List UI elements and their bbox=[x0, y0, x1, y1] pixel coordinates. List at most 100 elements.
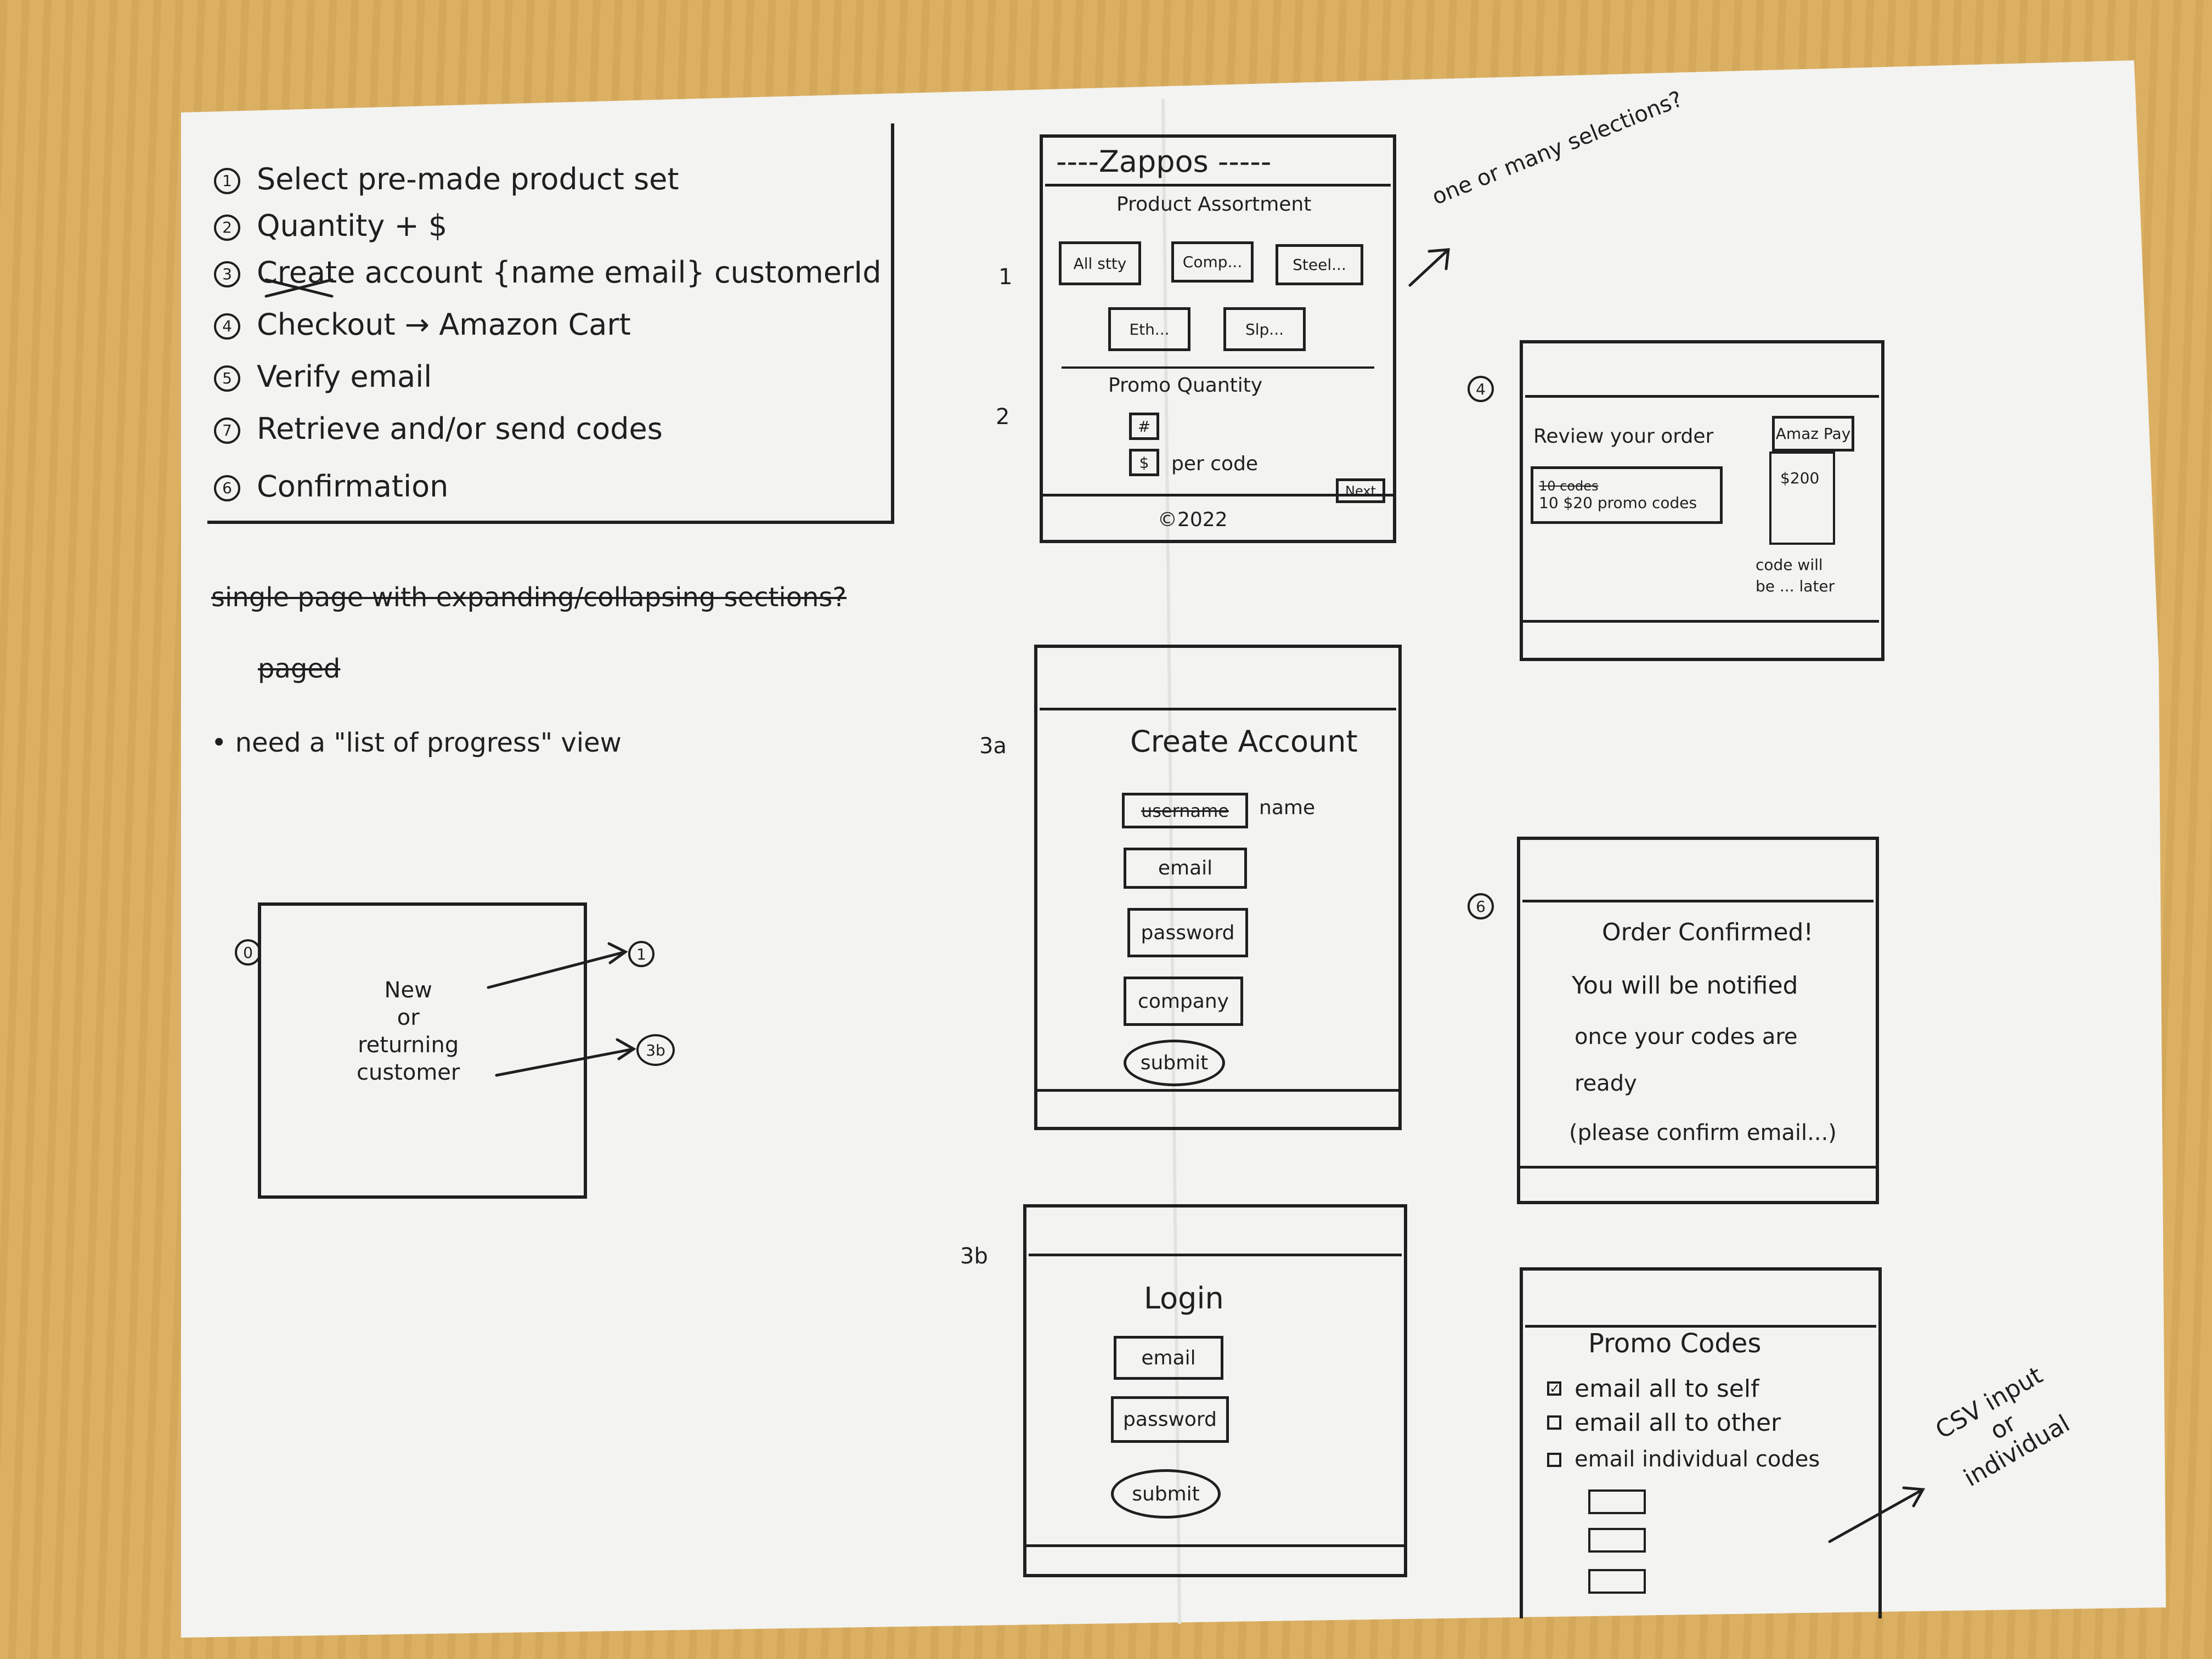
step-text: Select pre-made product set bbox=[257, 162, 679, 196]
new-or-returning-screen bbox=[258, 902, 587, 1199]
bullet-note-text: need a "list of progress" view bbox=[235, 727, 622, 758]
screen-label-2: 2 bbox=[996, 404, 1010, 430]
step-number: 5 bbox=[214, 365, 240, 392]
arrow-to-3b bbox=[495, 1047, 635, 1077]
step-text: Verify email bbox=[257, 359, 432, 394]
product-assortment-title: Product Assortment bbox=[1116, 193, 1312, 216]
header-divider bbox=[1522, 900, 1874, 902]
login-screen bbox=[1023, 1204, 1407, 1577]
screen-label-1: 1 bbox=[998, 264, 1013, 290]
step-number: 3 bbox=[214, 261, 240, 288]
step-text: Retrieve and/or send codes bbox=[257, 411, 663, 446]
step-item: 5 Verify email bbox=[214, 362, 432, 392]
screen-label-6: 6 bbox=[1468, 893, 1494, 919]
name-field[interactable]: username bbox=[1122, 793, 1248, 828]
line-new: New bbox=[384, 978, 432, 1003]
name-field-struck: username bbox=[1141, 800, 1229, 821]
step-item: 4 Checkout → Amazon Cart bbox=[214, 310, 631, 340]
submit-button[interactable]: submit bbox=[1124, 1040, 1225, 1086]
price-field[interactable]: $ bbox=[1129, 449, 1159, 476]
review-order-title: Review your order bbox=[1533, 425, 1714, 448]
zappos-screen bbox=[1040, 134, 1396, 543]
email-field[interactable]: email bbox=[1124, 848, 1247, 889]
header-divider bbox=[1045, 184, 1391, 187]
promo-option-checkbox[interactable] bbox=[1547, 1453, 1561, 1467]
login-email-field[interactable]: email bbox=[1114, 1336, 1223, 1380]
promo-codes-title: Promo Codes bbox=[1588, 1328, 1762, 1359]
login-title: Login bbox=[1144, 1281, 1224, 1316]
csv-arrow bbox=[1828, 1488, 1925, 1543]
order-line-item: 10 codes 10 $20 promo codes bbox=[1531, 466, 1723, 524]
promo-codes-screen bbox=[1520, 1267, 1882, 1618]
code-note-line-1: code will bbox=[1756, 556, 1823, 574]
steps-list-box bbox=[207, 123, 894, 524]
screen-label-3b: 3b bbox=[960, 1244, 988, 1269]
order-confirmed-screen bbox=[1517, 837, 1879, 1204]
promo-quantity-title: Promo Quantity bbox=[1108, 374, 1263, 397]
product-button-steel[interactable]: Steel... bbox=[1276, 244, 1363, 285]
create-account-title: Create Account bbox=[1130, 724, 1358, 759]
step-text: Quantity + $ bbox=[257, 208, 448, 243]
zappos-header: ----Zappos ----- bbox=[1056, 144, 1272, 179]
code-note: code will be ... later bbox=[1756, 554, 1835, 597]
struck-note: single page with expanding/collapsing se… bbox=[211, 582, 847, 613]
create-account-screen bbox=[1034, 645, 1402, 1130]
per-code-label: per code bbox=[1171, 453, 1259, 475]
footer-divider bbox=[1026, 1544, 1404, 1547]
order-line-text: 10 $20 promo codes bbox=[1539, 494, 1697, 512]
step-number: 2 bbox=[214, 215, 240, 241]
step-number: 1 bbox=[214, 168, 240, 195]
promo-option-checkbox[interactable]: ✓ bbox=[1547, 1381, 1561, 1396]
line-or: or bbox=[397, 1005, 420, 1030]
pay-summary-panel bbox=[1769, 452, 1835, 545]
login-password-field[interactable]: password bbox=[1111, 1396, 1229, 1443]
amazon-pay-button[interactable]: Amaz Pay bbox=[1772, 416, 1854, 452]
step-number: 6 bbox=[214, 475, 240, 502]
step-item: 6 Confirmation bbox=[214, 469, 449, 504]
annotation-arrow bbox=[1408, 248, 1450, 287]
line-returning: returning bbox=[358, 1032, 459, 1058]
product-button-slp[interactable]: Slp... bbox=[1223, 307, 1306, 351]
footer-divider bbox=[1522, 620, 1879, 623]
product-button-eth[interactable]: Eth... bbox=[1108, 307, 1190, 351]
header-divider bbox=[1029, 1254, 1402, 1256]
review-order-screen bbox=[1520, 340, 1884, 661]
step-item: 2 Quantity + $ bbox=[214, 211, 447, 241]
code-input-3[interactable] bbox=[1588, 1569, 1646, 1594]
line-customer: customer bbox=[357, 1060, 460, 1085]
promo-option-label: email all to other bbox=[1575, 1409, 1781, 1437]
new-or-returning-text: New or returning customer bbox=[357, 977, 460, 1086]
code-input-1[interactable] bbox=[1588, 1489, 1646, 1514]
step-number: 7 bbox=[214, 417, 240, 444]
quantity-field[interactable]: # bbox=[1129, 413, 1159, 440]
code-note-line-2: be ... later bbox=[1756, 577, 1835, 596]
name-field-label: name bbox=[1259, 797, 1316, 819]
step-text: Checkout → Amazon Cart bbox=[257, 307, 631, 342]
confirm-line-3: ready bbox=[1575, 1071, 1637, 1096]
header-divider bbox=[1525, 395, 1879, 398]
confirm-line-4: (please confirm email...) bbox=[1569, 1120, 1837, 1146]
product-button-all-safety[interactable]: All stty bbox=[1059, 241, 1141, 285]
password-field[interactable]: password bbox=[1127, 908, 1248, 957]
promo-option-label: email individual codes bbox=[1575, 1447, 1820, 1472]
promo-option-checkbox[interactable] bbox=[1547, 1415, 1561, 1430]
screen-label-3a: 3a bbox=[979, 733, 1007, 759]
header-divider bbox=[1040, 708, 1396, 710]
company-field[interactable]: company bbox=[1124, 977, 1243, 1026]
section-divider bbox=[1062, 366, 1374, 369]
arrow-target-1: 1 bbox=[628, 941, 654, 967]
product-button-comp[interactable]: Comp... bbox=[1171, 241, 1254, 283]
footer-divider bbox=[1037, 1089, 1399, 1092]
bullet-note: • need a "list of progress" view bbox=[211, 727, 622, 758]
step-text: Confirmation bbox=[257, 469, 449, 504]
step-number: 4 bbox=[214, 313, 240, 340]
struck-word: paged bbox=[258, 653, 341, 684]
arrow-target-3b: 3b bbox=[636, 1034, 675, 1066]
strike-scribble bbox=[264, 278, 334, 298]
screen-label-4: 4 bbox=[1468, 376, 1494, 402]
code-input-2[interactable] bbox=[1588, 1528, 1646, 1553]
step-item: 7 Retrieve and/or send codes bbox=[214, 414, 663, 444]
login-submit-button[interactable]: submit bbox=[1111, 1469, 1221, 1519]
